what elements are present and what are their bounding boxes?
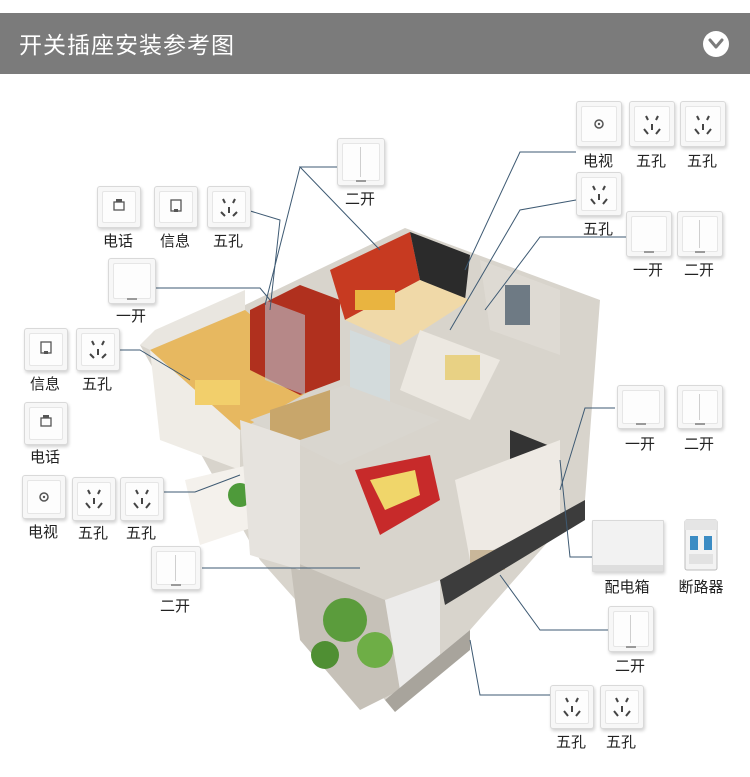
five-hole-socket[interactable] <box>550 685 594 729</box>
five-hole-label: 五孔 <box>81 375 112 393</box>
info-socket[interactable] <box>24 328 68 371</box>
five-hole-label: 五孔 <box>212 232 243 250</box>
five-hole-socket[interactable] <box>76 328 120 371</box>
distribution-box-label: 配电箱 <box>604 578 650 596</box>
two-gang-switch[interactable] <box>677 211 723 257</box>
five-hole-outlet-icon <box>590 185 608 205</box>
phone-socket[interactable] <box>97 186 141 228</box>
five-hole-label: 五孔 <box>635 152 666 170</box>
phone-port-icon <box>40 415 52 427</box>
five-hole-outlet-icon <box>563 697 581 717</box>
five-hole-socket[interactable] <box>680 101 726 147</box>
page-title: 开关插座安装参考图 <box>19 33 235 59</box>
tv-port-icon <box>39 492 49 502</box>
two-gang-switch[interactable] <box>677 385 723 429</box>
info-socket[interactable] <box>154 186 198 228</box>
two-gang-label: 二开 <box>683 435 714 453</box>
five-hole-outlet-icon <box>613 697 631 717</box>
five-hole-outlet-icon <box>85 489 103 509</box>
one-gang-label: 一开 <box>115 307 146 325</box>
five-hole-label: 五孔 <box>125 524 156 542</box>
five-hole-label: 五孔 <box>555 733 586 751</box>
five-hole-outlet-icon <box>89 340 107 359</box>
tv-socket[interactable] <box>22 475 66 519</box>
five-hole-socket[interactable] <box>576 172 622 216</box>
two-gang-switch[interactable] <box>151 546 201 590</box>
five-hole-label: 五孔 <box>77 524 108 542</box>
expand-button[interactable] <box>703 31 729 57</box>
five-hole-outlet-icon <box>694 115 712 135</box>
one-gang-switch[interactable] <box>108 258 156 304</box>
tv-label: 电视 <box>27 523 58 541</box>
one-gang-switch[interactable] <box>617 385 665 429</box>
circuit-breaker-icon <box>684 519 718 571</box>
header-bar: 开关插座安装参考图 <box>0 13 750 74</box>
tv-label: 电视 <box>582 152 613 170</box>
distribution-box[interactable] <box>592 520 664 572</box>
five-hole-socket[interactable] <box>600 685 644 729</box>
two-gang-label: 二开 <box>614 657 645 675</box>
five-hole-label: 五孔 <box>686 152 717 170</box>
chevron-down-icon <box>708 38 724 49</box>
circuit-breaker-label: 断路器 <box>678 578 724 596</box>
five-hole-socket[interactable] <box>207 186 251 228</box>
circuit-breaker[interactable] <box>683 518 719 572</box>
one-gang-label: 一开 <box>632 261 663 279</box>
tv-socket[interactable] <box>576 101 622 147</box>
one-gang-label: 一开 <box>624 435 655 453</box>
phone-port-icon <box>113 199 125 211</box>
info-label: 信息 <box>159 232 190 250</box>
two-gang-label: 二开 <box>159 597 190 615</box>
network-port-icon <box>170 199 182 212</box>
five-hole-socket[interactable] <box>120 477 164 521</box>
five-hole-socket[interactable] <box>629 101 675 147</box>
phone-socket[interactable] <box>24 402 68 445</box>
five-hole-outlet-icon <box>220 198 238 217</box>
phone-label: 电话 <box>29 448 60 466</box>
phone-label: 电话 <box>102 232 133 250</box>
two-gang-label: 二开 <box>683 261 714 279</box>
info-label: 信息 <box>29 375 60 393</box>
one-gang-switch[interactable] <box>626 211 672 257</box>
two-gang-switch[interactable] <box>608 606 654 652</box>
two-gang-switch[interactable] <box>337 138 385 186</box>
five-hole-socket[interactable] <box>72 477 116 521</box>
five-hole-outlet-icon <box>133 489 151 509</box>
two-gang-label: 二开 <box>344 190 375 208</box>
five-hole-label: 五孔 <box>605 733 636 751</box>
five-hole-outlet-icon <box>643 115 661 135</box>
five-hole-label: 五孔 <box>582 220 613 238</box>
network-port-icon <box>40 341 52 354</box>
tv-port-icon <box>594 119 604 129</box>
